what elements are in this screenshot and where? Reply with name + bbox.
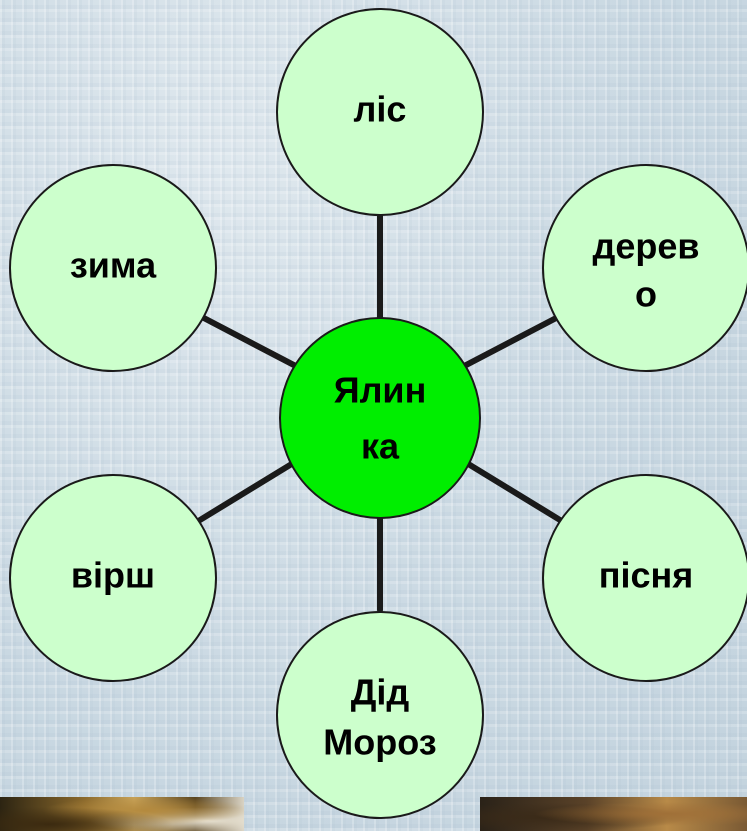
node-bottom-label-line2: Мороз	[323, 722, 436, 763]
node-center-circle	[279, 317, 481, 519]
node-bottom-circle	[276, 611, 484, 819]
node-top-circle	[276, 8, 484, 216]
node-top-label: ліс	[354, 89, 407, 130]
node-center: Ялин ка	[279, 317, 481, 519]
node-bottom-right-label: пісня	[599, 555, 694, 596]
node-top-right-label-line2: о	[635, 274, 657, 315]
node-center-label-line1: Ялин	[334, 370, 427, 411]
node-top-right-label-line1: дерев	[592, 226, 699, 267]
node-bottom-left-label: вірш	[71, 555, 155, 596]
node-bottom-right-circle	[542, 474, 747, 682]
node-top-left-label: зима	[70, 245, 157, 286]
photo-fir-branch	[0, 797, 244, 831]
node-top: ліс	[276, 8, 484, 216]
node-top-left-circle	[9, 164, 217, 372]
node-bottom-label-line1: Дід	[351, 672, 410, 713]
node-bottom-left-circle	[9, 474, 217, 682]
node-top-right: дерев о	[542, 164, 747, 372]
node-bottom-right: пісня	[542, 474, 747, 682]
node-top-left: зима	[9, 164, 217, 372]
photo-decoration	[480, 797, 747, 831]
node-center-label-line2: ка	[361, 426, 400, 467]
node-top-right-circle	[542, 164, 747, 372]
node-bottom: Дід Мороз	[276, 611, 484, 819]
node-bottom-left: вірш	[9, 474, 217, 682]
